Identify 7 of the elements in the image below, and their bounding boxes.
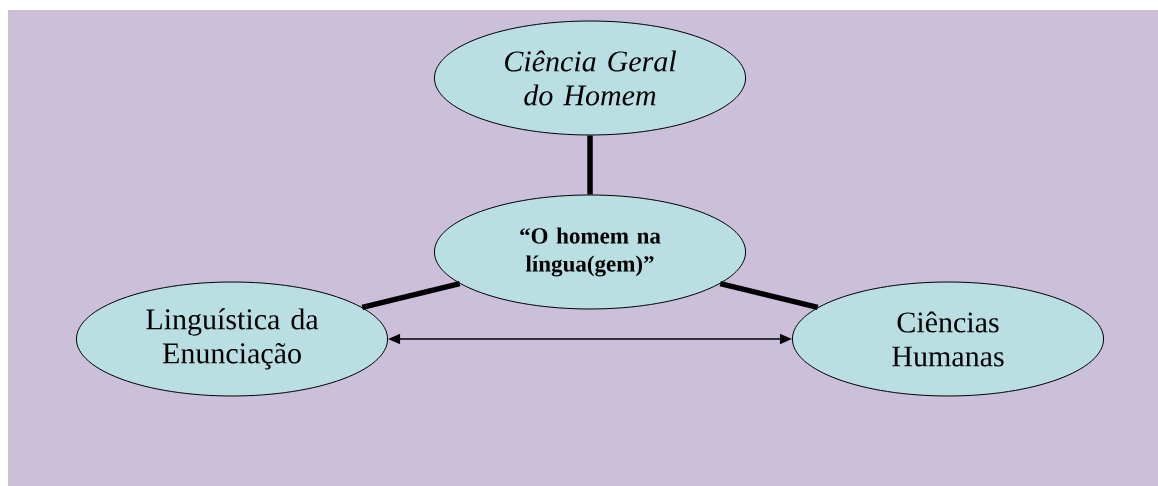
ellipse-node: Linguística da Enunciação bbox=[75, 281, 389, 397]
ellipse-node: Ciências Humanas bbox=[791, 281, 1105, 397]
ellipse-node: “O homem na língua(gem)” bbox=[433, 194, 747, 310]
connector-line bbox=[719, 280, 819, 310]
connector-line bbox=[361, 280, 461, 310]
connector-line bbox=[587, 135, 593, 195]
ellipse-node: Ciência Geral do Homem bbox=[433, 20, 747, 136]
